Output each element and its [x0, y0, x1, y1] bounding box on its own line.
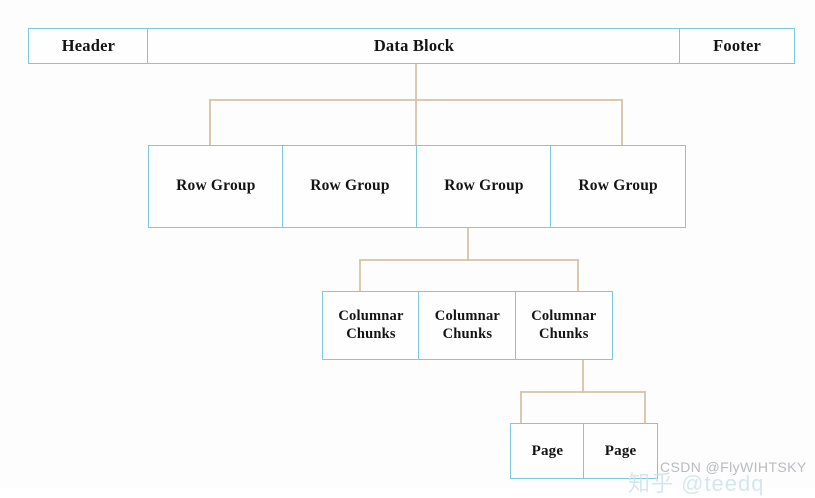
box-page-1[interactable]: Page	[510, 423, 585, 479]
box-columnar-chunks-3[interactable]: Columnar Chunks	[514, 291, 613, 360]
box-row-group-4[interactable]: Row Group	[550, 145, 686, 228]
box-row-group-2[interactable]: Row Group	[282, 145, 418, 228]
box-row-group-4-label: Row Group	[578, 177, 658, 195]
page-level-row: Page Page	[510, 423, 658, 479]
box-header[interactable]: Header	[28, 28, 149, 64]
box-columnar-chunks-1-label: Columnar Chunks	[338, 307, 404, 342]
box-row-group-3[interactable]: Row Group	[416, 145, 552, 228]
box-row-group-1-label: Row Group	[176, 177, 256, 195]
box-footer[interactable]: Footer	[679, 28, 795, 64]
watermark-csdn: CSDN @FlyWIHTSKY	[660, 459, 807, 475]
box-header-label: Header	[61, 35, 116, 55]
box-page-2[interactable]: Page	[583, 423, 658, 479]
box-columnar-chunks-2[interactable]: Columnar Chunks	[418, 291, 517, 360]
box-footer-label: Footer	[713, 35, 762, 55]
diagram-canvas: Header Data Block Footer Row Group Row G…	[28, 28, 807, 496]
box-columnar-chunks-2-label: Columnar Chunks	[434, 307, 501, 342]
columnar-chunk-level-row: Columnar Chunks Columnar Chunks Columnar…	[322, 291, 614, 360]
box-row-group-3-label: Row Group	[444, 177, 524, 195]
box-data-block-label: Data Block	[373, 35, 455, 55]
connector-lines	[209, 63, 646, 424]
file-level-row: Header Data Block Footer	[28, 28, 795, 64]
box-row-group-1[interactable]: Row Group	[148, 145, 284, 228]
box-columnar-chunks-1[interactable]: Columnar Chunks	[322, 291, 420, 360]
box-columnar-chunks-3-label: Columnar Chunks	[531, 307, 597, 342]
box-data-block[interactable]: Data Block	[147, 28, 681, 64]
row-group-level-row: Row Group Row Group Row Group Row Group	[148, 145, 686, 228]
box-page-2-label: Page	[604, 442, 637, 459]
box-page-1-label: Page	[531, 442, 564, 459]
box-row-group-2-label: Row Group	[310, 177, 390, 195]
